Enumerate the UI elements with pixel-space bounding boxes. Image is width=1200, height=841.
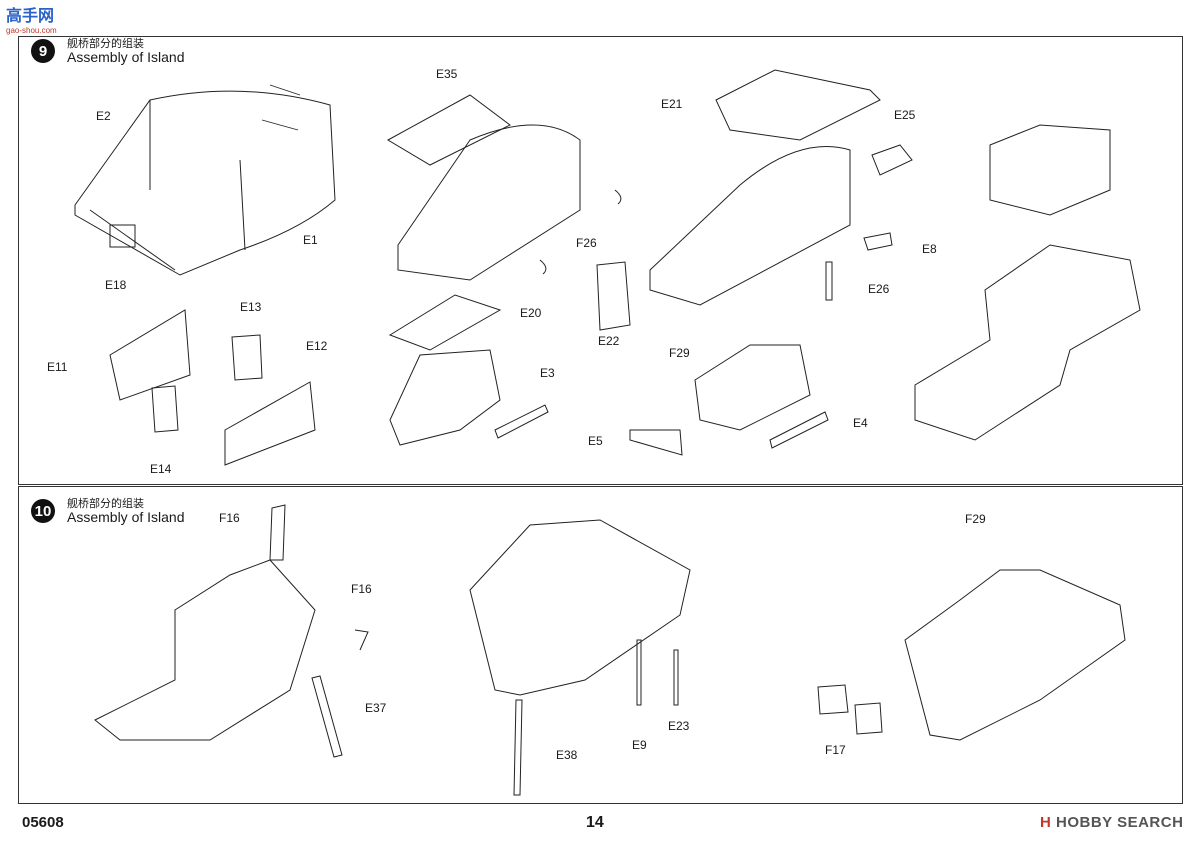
- label-f16-upper: F16: [219, 511, 240, 525]
- label-f26: F26: [576, 236, 597, 250]
- label-e8: E8: [922, 242, 937, 256]
- label-e26: E26: [868, 282, 890, 296]
- label-f29-step10: F29: [965, 512, 986, 526]
- e20-assembly: [388, 294, 549, 446]
- label-e13: E13: [240, 300, 262, 314]
- label-e2: E2: [96, 109, 111, 123]
- label-e35: E35: [436, 67, 458, 81]
- island-assembled-9: [914, 124, 1141, 441]
- e21-upper-assembly: [596, 69, 913, 331]
- watermark-brand: 高手网: [6, 8, 55, 25]
- label-e11: E11: [47, 360, 68, 374]
- island-e38-assembly: [469, 519, 691, 796]
- label-e9: E9: [632, 738, 647, 752]
- label-e5: E5: [588, 434, 603, 448]
- label-e18: E18: [105, 278, 127, 292]
- watermark-url: gao-shou.com: [6, 26, 57, 35]
- hobby-search-logo-text: HOBBY SEARCH: [1056, 814, 1184, 831]
- label-e22: E22: [598, 334, 620, 348]
- label-e1: E1: [303, 233, 318, 247]
- product-code: 05608: [22, 814, 64, 831]
- island-f16-assembly: [94, 504, 369, 758]
- step-10-title-cn: 舰桥部分的组装: [67, 497, 144, 510]
- hobby-search-logo-mark: H: [1040, 814, 1052, 831]
- label-e20: E20: [520, 306, 542, 320]
- label-e25: E25: [894, 108, 916, 122]
- step-9-title-cn: 舰桥部分的组装: [67, 37, 144, 50]
- label-e38: E38: [556, 748, 578, 762]
- label-e23: E23: [668, 719, 690, 733]
- e35-deck-assembly: [386, 94, 622, 281]
- label-e12: E12: [306, 339, 328, 353]
- step-9-title-en: Assembly of Island: [67, 49, 185, 65]
- label-e3: E3: [540, 366, 555, 380]
- label-e37: E37: [365, 701, 387, 715]
- label-e14: E14: [150, 462, 172, 476]
- step-10-panel: 10 舰桥部分的组装 Assembly of Island: [18, 486, 1183, 804]
- island-f17-assembly: [817, 569, 1126, 741]
- watermark-logo: 高手网 gao-shou.com: [6, 2, 57, 35]
- step-10-badge: 10: [31, 499, 55, 523]
- label-f16-lower: F16: [351, 582, 372, 596]
- label-f29-step9: F29: [669, 346, 690, 360]
- label-e21: E21: [661, 97, 683, 111]
- e1-wall-assembly: [74, 84, 336, 276]
- label-f17: F17: [825, 743, 846, 757]
- e5-e4-assembly: [629, 344, 829, 456]
- step-9-badge: 9: [31, 39, 55, 63]
- hobby-search-logo: H HOBBY SEARCH: [1040, 814, 1183, 831]
- page-number: 14: [586, 814, 604, 831]
- e11-wall-assembly: [109, 309, 316, 466]
- step-10-title-en: Assembly of Island: [67, 509, 185, 525]
- step-9-panel: 9 舰桥部分的组装 Assembly of Island: [18, 36, 1183, 485]
- label-e4: E4: [853, 416, 868, 430]
